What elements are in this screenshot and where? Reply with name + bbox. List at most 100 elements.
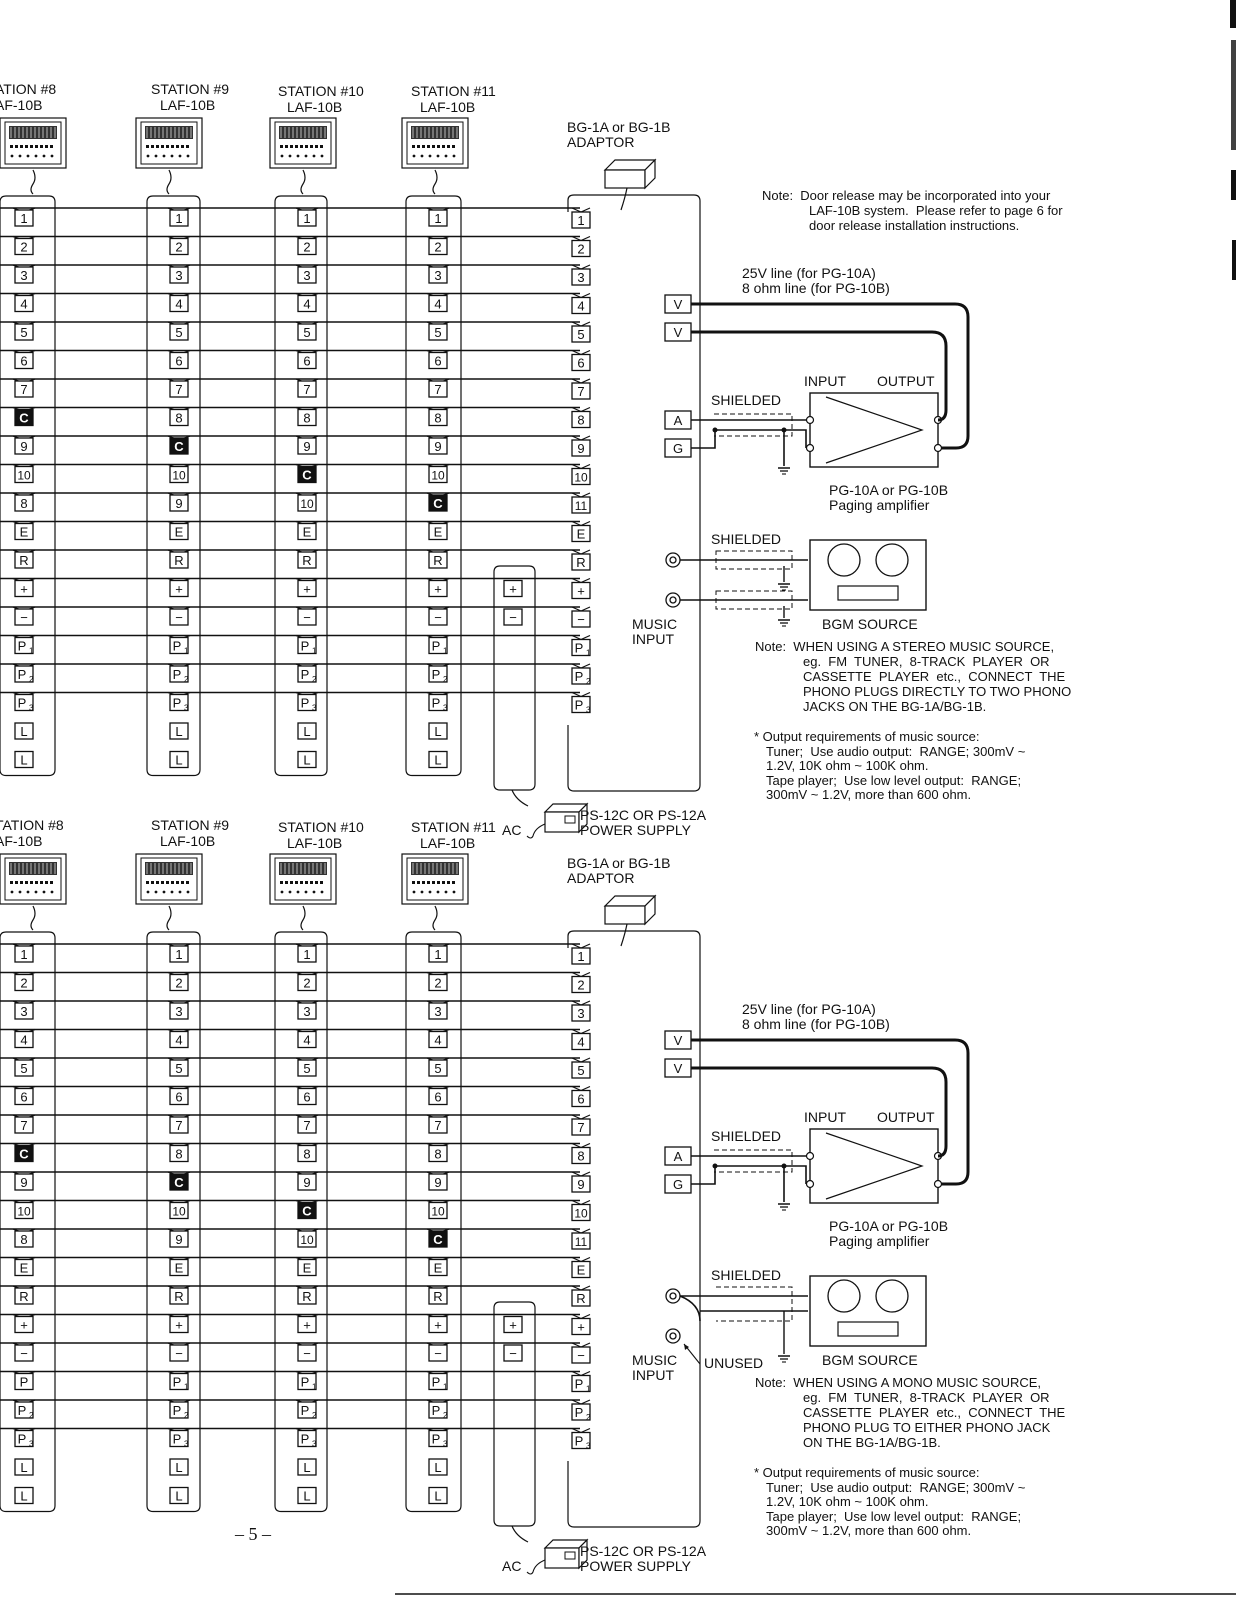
terminal-box <box>169 1087 189 1106</box>
terminal-label: 1 <box>586 1385 591 1394</box>
station-column-frame <box>146 931 201 1513</box>
terminal-label: V <box>674 325 683 340</box>
terminal-label: P <box>301 1403 310 1418</box>
station-column-frame <box>405 931 462 1513</box>
selector-key <box>176 881 179 884</box>
terminal-label: P <box>173 667 182 682</box>
side-terminal-v2: V <box>664 322 692 342</box>
terminal-label: P <box>301 639 310 654</box>
adaptor-label: ADAPTOR <box>567 134 635 150</box>
terminal: 4 <box>169 294 189 313</box>
terminal-label: 10 <box>300 497 314 511</box>
terminal-box <box>14 1258 34 1277</box>
terminal: R <box>428 551 448 569</box>
power-column-frame <box>493 565 536 791</box>
selector-key <box>417 881 420 884</box>
terminal-box <box>297 1116 317 1134</box>
terminal-box <box>503 1344 523 1362</box>
terminal: 4 <box>428 1030 448 1049</box>
tape-reel <box>875 543 909 577</box>
terminal: 3 <box>297 266 317 284</box>
station-column-frame <box>274 195 328 777</box>
terminal-box <box>428 722 448 740</box>
terminal: R <box>14 1287 34 1305</box>
terminal-label: 5 <box>303 1061 310 1076</box>
terminal-box <box>14 1458 34 1476</box>
terminal-label: 4 <box>577 299 584 314</box>
terminal-label: L <box>175 1489 182 1504</box>
terminal: 1 <box>571 211 591 229</box>
terminal-box <box>14 1087 34 1106</box>
terminal-box <box>297 693 317 712</box>
terminal-box <box>14 1059 34 1077</box>
amp-input-label: INPUT <box>804 373 846 389</box>
terminal-label: 2 <box>434 976 441 991</box>
terminal: − <box>428 1344 448 1362</box>
station-cable <box>166 169 172 195</box>
terminal-box <box>14 636 34 655</box>
amp-input-terminal <box>805 1179 815 1189</box>
terminal-box <box>428 1486 448 1505</box>
scan-edge-mark <box>1231 40 1236 150</box>
terminal: 3 <box>169 266 189 284</box>
terminal-box <box>169 1429 189 1448</box>
terminal-label: E <box>434 1261 443 1276</box>
terminal: 8 <box>14 494 34 512</box>
terminal: 4 <box>428 294 448 313</box>
terminal: L <box>297 722 317 740</box>
terminal: L <box>169 1458 189 1476</box>
amp-output-label: OUTPUT <box>877 1109 935 1125</box>
selector-key <box>422 881 425 884</box>
terminal-label: 2 <box>20 240 27 255</box>
terminal-label: − <box>577 1348 585 1363</box>
indicator-dot <box>420 154 424 158</box>
side-terminal-g: G <box>664 1174 692 1194</box>
terminal: 2 <box>571 239 591 258</box>
selector-key <box>10 881 13 884</box>
power-supply-label: POWER SUPPLY <box>580 1558 691 1574</box>
terminal-label: 9 <box>175 1232 182 1247</box>
terminal-box <box>571 638 591 657</box>
terminal: 2 <box>571 975 591 994</box>
terminal-box <box>169 1030 189 1049</box>
terminal: 7 <box>571 382 591 400</box>
terminal: 6 <box>571 353 591 372</box>
terminal-box <box>297 1344 317 1362</box>
selector-key <box>422 145 425 148</box>
indicator-dot <box>154 154 158 158</box>
terminal-box <box>297 266 317 284</box>
terminal-label: 3 <box>434 268 441 283</box>
side-terminal-a: A <box>664 1146 692 1166</box>
terminal-label: 9 <box>303 1175 310 1190</box>
terminal: + <box>297 579 317 598</box>
shield-outline <box>714 413 793 437</box>
terminal-box <box>169 1002 189 1020</box>
terminal-label: G <box>673 1177 683 1192</box>
terminal-label: R <box>576 1291 585 1306</box>
terminal-box <box>14 1486 34 1505</box>
indicator-dot <box>186 154 190 158</box>
selector-key <box>310 881 313 884</box>
terminal-label: P <box>18 667 27 682</box>
output-requirements-note: * Output requirements of music source: <box>754 729 980 744</box>
terminal-label: 7 <box>175 1118 182 1133</box>
terminal: 2 <box>297 237 317 256</box>
tape-reel <box>875 1279 909 1313</box>
terminal-label: 7 <box>434 382 441 397</box>
power-supply-panel <box>564 815 576 824</box>
terminal-box <box>297 522 317 541</box>
terminal: L <box>428 750 448 769</box>
terminal: + <box>503 579 523 598</box>
ac-cord <box>526 823 546 839</box>
terminal-label: 1 <box>175 211 182 226</box>
station-cable <box>30 169 36 195</box>
terminal-box <box>297 1372 317 1391</box>
terminal-label: 3 <box>443 704 448 713</box>
